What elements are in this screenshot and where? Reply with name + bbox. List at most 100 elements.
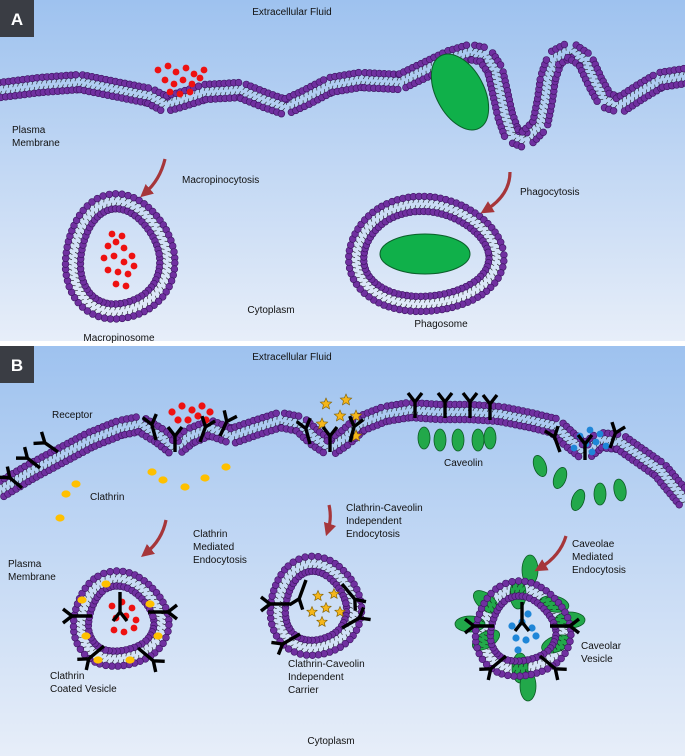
receptor [576, 433, 594, 460]
lipid-head [222, 438, 230, 446]
clathrin-coated-vesicle-label: Clathrin Coated Vesicle [50, 671, 117, 695]
lipid-head [170, 265, 179, 273]
receptor-shape [148, 603, 179, 621]
lipid-head [561, 649, 569, 658]
lipid-head [100, 314, 109, 322]
macropinocytosis-cargo-dot [200, 66, 208, 74]
caveolin-petal [483, 426, 497, 450]
macropinocytosis-cargo-dot [172, 68, 180, 76]
macropinosome-cargo-dot [128, 252, 136, 260]
cargo-star [306, 605, 318, 618]
caveolar-cargo-dot [522, 636, 530, 644]
receptor-shape [436, 391, 454, 418]
vesicle-clathrin-dot [153, 632, 163, 640]
b-pm-line-2: Membrane [8, 572, 56, 583]
caveolin-petal [552, 467, 568, 489]
lipid-head [71, 633, 79, 642]
receptor [321, 425, 339, 452]
lipid-head [268, 620, 276, 628]
receptor [550, 617, 581, 635]
lipid-head [649, 71, 657, 80]
receptor-shape [406, 391, 424, 418]
lipid-head [159, 639, 167, 648]
cargo-layer [55, 53, 610, 664]
receptor [538, 654, 567, 681]
vesicle-clathrin-dot [101, 580, 111, 588]
vesicle-clathrin-dot [125, 656, 135, 664]
clathrin-coated-vesicle-membrane [69, 567, 173, 670]
receptor-label: Receptor [52, 410, 93, 421]
receptor-shape [0, 466, 24, 490]
macropinosome-cargo-dot [104, 266, 112, 274]
clathrin-dot [221, 463, 231, 471]
macropinosome-cargo-dot [130, 262, 138, 270]
lipid-head [149, 612, 157, 621]
membranes-layer [0, 40, 685, 680]
clathrin-dot [61, 490, 71, 498]
receptor [436, 391, 454, 418]
macropinocytosis-cargo-dot [166, 88, 174, 96]
b-cytoplasm-label: Cytoplasm [307, 736, 354, 747]
receptor [463, 617, 494, 635]
phagosome-label: Phagosome [414, 319, 468, 330]
receptor [77, 644, 106, 671]
lipid-head [295, 412, 303, 420]
cci-carrier-label: Clathrin-Caveolin Independent Carrier [288, 659, 367, 696]
receptor-shape [33, 431, 59, 454]
receptor [481, 393, 499, 420]
cargo-star [312, 589, 324, 602]
clathrin-dot [158, 476, 168, 484]
lipid-head [85, 579, 93, 588]
macropinosome-cargo-dot [120, 244, 128, 252]
caveolin-petal [451, 428, 465, 452]
lipid-head [510, 672, 518, 680]
lipid-head [394, 85, 402, 94]
receptor [111, 592, 129, 623]
lipid-head [609, 107, 618, 115]
lipid-head [155, 250, 163, 258]
receptor-shape [340, 582, 367, 611]
receptor [288, 579, 308, 611]
lipid-head [83, 202, 92, 210]
receptor [61, 607, 92, 625]
caveolin-petal [613, 478, 627, 502]
lipid-head [164, 627, 172, 636]
receptor [166, 425, 184, 452]
lipid-head [108, 662, 116, 670]
receptor-shape [136, 646, 165, 673]
macropinosome-cargo-dot [112, 238, 120, 246]
lipid-head [500, 251, 508, 259]
lipid-head [111, 190, 120, 198]
lipid-head [118, 190, 126, 198]
caveolin-petal [593, 482, 607, 506]
lipid-head [102, 661, 110, 670]
panel-a-plasma-membrane [0, 40, 685, 151]
clathrin-cargo-dots [168, 402, 214, 424]
macropinosome-cargo-dot [110, 252, 118, 260]
receptor [513, 602, 531, 633]
panel-a-letter-box [0, 0, 34, 37]
caveolin-petal [433, 428, 447, 452]
cci-endocytosis-label: Clathrin-Caveolin Independent Endocytosi… [346, 503, 425, 540]
clathrin-cargo-dot [206, 408, 214, 416]
lipid-head [682, 79, 685, 87]
caveolin-petal [532, 455, 548, 477]
vesicle-clathrin-dot [77, 596, 87, 604]
receptor-shape [479, 654, 508, 681]
receptor [136, 646, 165, 673]
lipid-head [500, 257, 508, 265]
lipid-head [162, 633, 170, 642]
cargo-star [315, 417, 329, 430]
lipid-head [557, 654, 565, 663]
lipid-head [657, 457, 665, 466]
lipid-head [354, 68, 363, 77]
lipid-head [346, 635, 354, 644]
lipid-head [144, 84, 153, 92]
lipid-head [539, 128, 547, 137]
a-plasma-membrane-label: Plasma Membrane [12, 125, 60, 149]
receptor-shape [61, 607, 92, 625]
clathrin-mediated-arrow [141, 519, 168, 558]
vesicle-cargo-dot [128, 604, 136, 612]
lipid-head [194, 82, 203, 90]
receptor [608, 421, 627, 449]
